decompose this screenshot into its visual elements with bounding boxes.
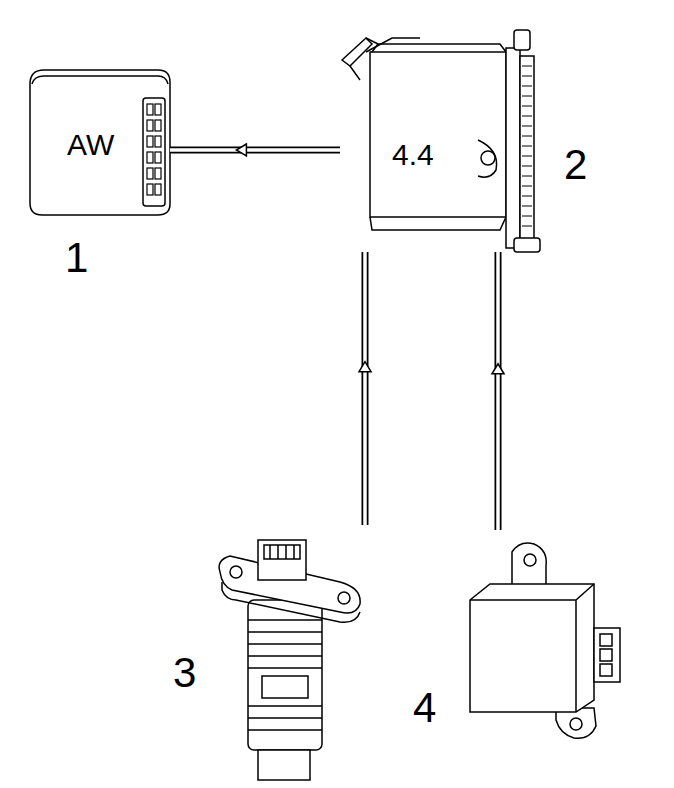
signal-arrow [359,252,371,525]
pressure-sensor: 4 [465,530,625,740]
aw-module: AW1 [30,65,170,215]
signal-arrow [170,144,340,156]
arrow-outline [170,147,340,154]
arrow-outline [495,252,502,530]
air-mass-meter-drawing [219,540,360,780]
arrow-head [236,144,246,156]
air-mass-meter: 3 [215,525,370,785]
arrow-head [359,362,371,372]
signal-arrow [492,252,504,530]
arrow-outline [362,252,369,525]
module-label: AW [67,130,114,160]
arrow-core [170,148,340,152]
module-label: 4.4 [392,140,434,170]
ecu-drawing [342,30,540,252]
arrow-core [496,252,500,530]
callout-number: 4 [413,687,436,729]
callout-number: 2 [564,144,587,186]
pressure-sensor-drawing [470,543,620,738]
callout-number: 1 [65,237,88,279]
arrow-core [363,252,367,525]
engine-control-module: 4.42 [340,30,550,252]
arrow-head [492,364,504,374]
callout-number: 3 [173,652,196,694]
aw-module-drawing [30,70,170,215]
